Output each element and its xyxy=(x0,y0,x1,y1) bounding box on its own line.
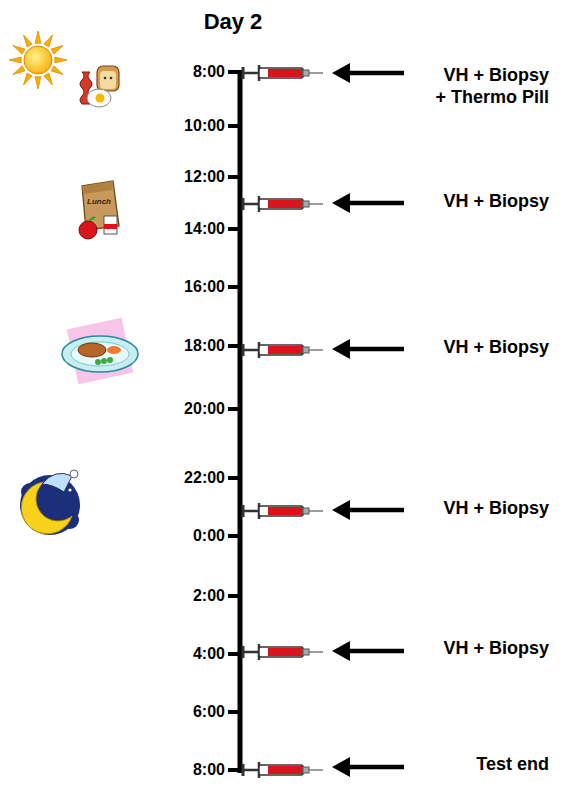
pointer-arrows xyxy=(332,63,404,777)
lunch-icon xyxy=(79,181,119,239)
sample-note: VH + Biopsy xyxy=(443,191,549,213)
time-label: 4:00 xyxy=(193,644,225,663)
sample-note: VH + Biopsy xyxy=(443,638,549,660)
time-label: 14:00 xyxy=(184,219,225,238)
end-note: Test end xyxy=(476,754,549,776)
diagram-title: Day 2 xyxy=(204,9,263,35)
time-label: 16:00 xyxy=(184,277,225,296)
time-label: 20:00 xyxy=(184,399,225,418)
time-label: 18:00 xyxy=(184,336,225,355)
sun-icon xyxy=(9,31,67,89)
axis-ticks xyxy=(228,72,240,770)
time-label: 12:00 xyxy=(184,167,225,186)
time-label: 2:00 xyxy=(193,586,225,605)
time-label: 22:00 xyxy=(184,468,225,487)
time-label: 6:00 xyxy=(193,702,225,721)
night-moon-icon xyxy=(20,470,80,535)
time-label: 0:00 xyxy=(193,526,225,545)
sample-note: VH + Biopsy xyxy=(443,498,549,520)
syringe-symbols xyxy=(243,65,323,778)
time-label: 10:00 xyxy=(184,116,225,135)
bag-text: Lunch xyxy=(87,197,111,207)
time-label: 8:00 xyxy=(193,62,225,81)
time-label: 8:00 xyxy=(193,760,225,779)
breakfast-icon xyxy=(80,66,119,107)
sample-note: VH + Biopsy xyxy=(443,337,549,359)
dinner-icon xyxy=(62,318,138,384)
sample-note: VH + Biopsy + Thermo Pill xyxy=(435,65,549,108)
